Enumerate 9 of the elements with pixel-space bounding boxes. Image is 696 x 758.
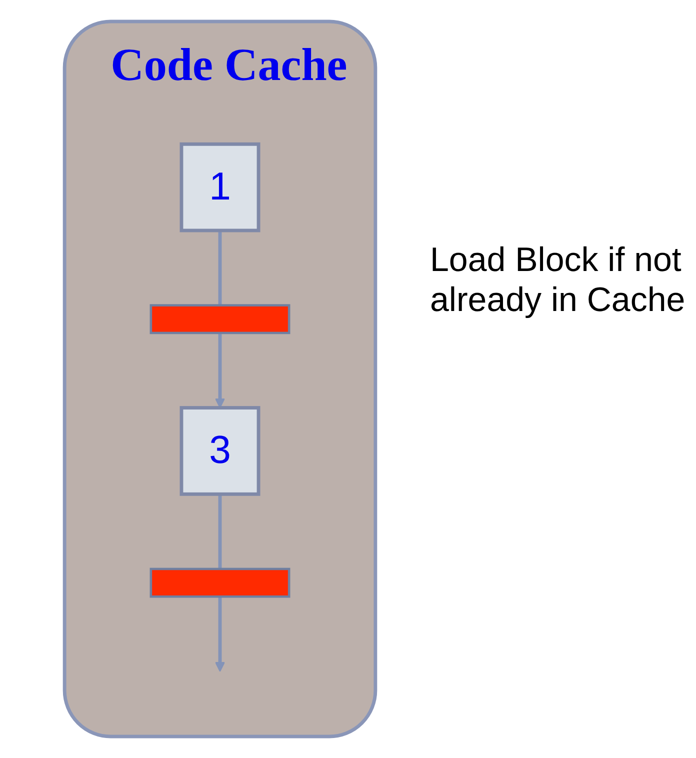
arrow [214,332,226,408]
note-text: Load Block if not already in Cache [430,240,686,320]
process-box: 1 [180,142,260,232]
bar-marker [150,568,290,598]
arrow [214,596,226,672]
process-box: 3 [180,406,260,496]
connector-line [218,494,222,569]
connector-line [218,230,222,306]
bar-marker [150,304,290,334]
